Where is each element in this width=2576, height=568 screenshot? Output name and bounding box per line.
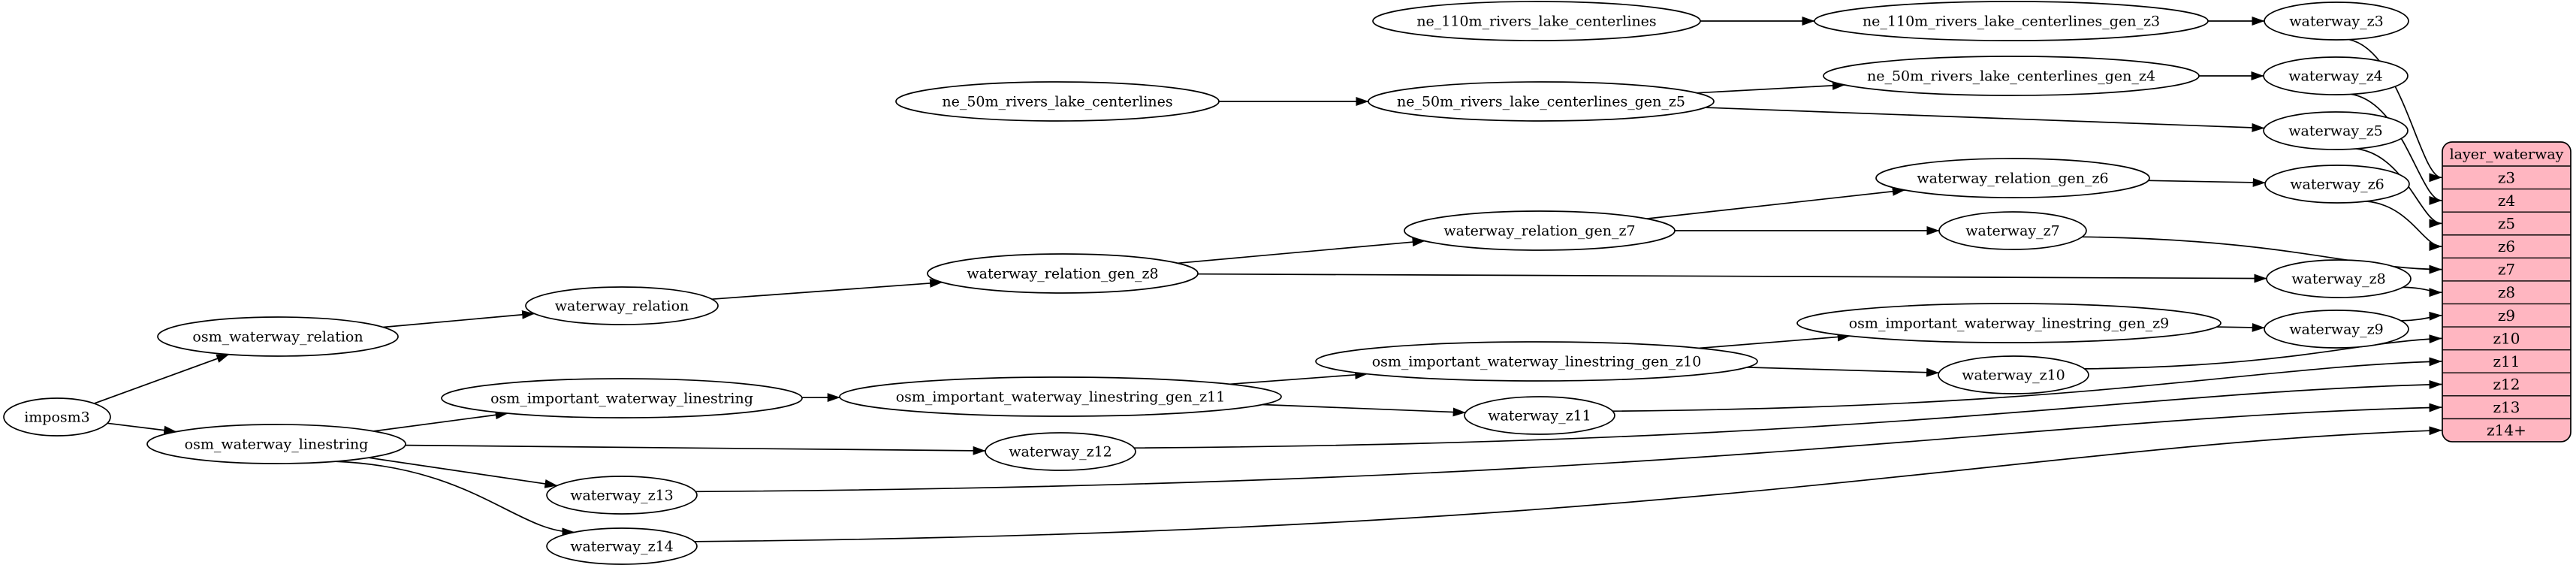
- node-waterway_z11: waterway_z11: [1464, 397, 1615, 434]
- edge-imposm3-to-osm_waterway_relation: [94, 355, 228, 403]
- node-osm_important_waterway_linestring_gen_z10: osm_important_waterway_linestring_gen_z1…: [1316, 342, 1757, 381]
- edge-osm_waterway_linestring-to-waterway_z12: [406, 446, 985, 451]
- node-ne_50m_rivers_lake_centerlines_gen_z4: ne_50m_rivers_lake_centerlines_gen_z4: [1823, 56, 2199, 95]
- table-row-z9: z9: [2498, 307, 2515, 325]
- node-label: waterway_z3: [2289, 14, 2383, 30]
- node-osm_important_waterway_linestring: osm_important_waterway_linestring: [442, 379, 802, 418]
- node-label: waterway_z11: [1488, 408, 1591, 424]
- node-osm_important_waterway_linestring_gen_z9: osm_important_waterway_linestring_gen_z9: [1797, 304, 2221, 343]
- table-row-z7: z7: [2498, 261, 2515, 279]
- edge-imposm3-to-osm_waterway_linestring: [107, 423, 176, 431]
- node-label: waterway_z12: [1009, 444, 1112, 461]
- edge-osm_waterway_linestring-to-waterway_z13: [369, 458, 557, 485]
- table-row-z5: z5: [2498, 214, 2515, 232]
- edge-ne_50m_rivers_lake_centerlines_gen_z5-to-waterway_z5: [1706, 107, 2264, 128]
- node-waterway_z10: waterway_z10: [1938, 356, 2089, 394]
- edge-ne_50m_rivers_lake_centerlines_gen_z5-to-ne_50m_rivers_lake_centerlines_gen_z4: [1697, 85, 1845, 93]
- node-label: osm_important_waterway_linestring_gen_z9: [1849, 316, 2170, 332]
- node-label: osm_important_waterway_linestring_gen_z1…: [1372, 354, 1702, 370]
- node-imposm3: imposm3: [4, 398, 110, 436]
- node-waterway_z14: waterway_z14: [547, 528, 697, 564]
- edge-osm_important_waterway_linestring_gen_z9-to-waterway_z9: [2217, 327, 2265, 328]
- edge-waterway_relation_gen_z7-to-waterway_relation_gen_z6: [1647, 190, 1905, 219]
- node-osm_important_waterway_linestring_gen_z11: osm_important_waterway_linestring_gen_z1…: [840, 377, 1281, 416]
- node-label: waterway_z13: [570, 488, 674, 504]
- node-waterway_z3: waterway_z3: [2264, 2, 2409, 40]
- edge-osm_important_waterway_linestring_gen_z10-to-waterway_z10: [1747, 367, 1939, 373]
- node-ne_110m_rivers_lake_centerlines_gen_z3: ne_110m_rivers_lake_centerlines_gen_z3: [1814, 2, 2208, 41]
- nodes-layer: imposm3 osm_waterway_relation osm_waterway…: [4, 2, 2411, 564]
- node-waterway_relation_gen_z8: waterway_relation_gen_z8: [928, 254, 1198, 293]
- node-waterway_z8: waterway_z8: [2267, 260, 2411, 298]
- node-label: waterway_z7: [1965, 223, 2059, 240]
- table-row-z13: z13: [2493, 398, 2520, 416]
- node-label: waterway_relation_gen_z6: [1917, 171, 2108, 187]
- table-title: layer_waterway: [2450, 147, 2564, 163]
- node-waterway_relation: waterway_relation: [526, 287, 718, 325]
- node-ne_50m_rivers_lake_centerlines: ne_50m_rivers_lake_centerlines: [896, 82, 1219, 121]
- node-label: osm_waterway_linestring: [185, 437, 369, 453]
- node-label: waterway_z5: [2288, 123, 2382, 140]
- edge-waterway_z9-to-layer_waterway-z9: [2401, 316, 2442, 321]
- node-waterway_z9: waterway_z9: [2264, 310, 2409, 348]
- edge-osm_important_waterway_linestring_gen_z11-to-osm_important_waterway_linestring_gen_z10: [1229, 374, 1367, 385]
- node-label: waterway_z8: [2291, 271, 2385, 288]
- node-label: waterway_z14: [570, 539, 674, 555]
- node-label: waterway_z10: [1962, 367, 2065, 384]
- node-label: waterway_z6: [2290, 177, 2384, 193]
- edge-waterway_relation-to-waterway_relation_gen_z8: [712, 282, 943, 299]
- node-osm_waterway_linestring: osm_waterway_linestring: [147, 424, 406, 464]
- table-row-z8: z8: [2498, 283, 2515, 301]
- node-label: ne_50m_rivers_lake_centerlines_gen_z5: [1397, 94, 1685, 110]
- edge-osm_important_waterway_linestring_gen_z10-to-osm_important_waterway_linestring_gen_z9: [1700, 336, 1851, 348]
- edge-osm_important_waterway_linestring_gen_z11-to-waterway_z11: [1262, 405, 1465, 413]
- node-label: waterway_z4: [2288, 68, 2382, 85]
- node-label: osm_important_waterway_linestring: [490, 391, 753, 407]
- node-label: waterway_relation_gen_z7: [1443, 223, 1635, 240]
- node-label: ne_110m_rivers_lake_centerlines_gen_z3: [1863, 14, 2160, 30]
- table-row-z14+: z14+: [2487, 421, 2526, 440]
- node-label: imposm3: [24, 409, 90, 426]
- edge-waterway_z8-to-layer_waterway-z8: [2403, 287, 2442, 292]
- node-label: ne_50m_rivers_lake_centerlines: [942, 94, 1172, 110]
- table-row-z6: z6: [2498, 237, 2515, 255]
- table-row-z10: z10: [2493, 329, 2520, 347]
- node-waterway_z5: waterway_z5: [2264, 112, 2408, 150]
- edge-waterway_relation_gen_z8-to-waterway_z8: [1198, 274, 2267, 279]
- edge-waterway_z6-to-layer_waterway-z6: [2366, 201, 2442, 246]
- node-label: ne_110m_rivers_lake_centerlines: [1416, 14, 1656, 30]
- table-row-z12: z12: [2493, 376, 2520, 394]
- node-waterway_z12: waterway_z12: [985, 433, 1136, 470]
- node-label: osm_waterway_relation: [192, 329, 363, 346]
- edge-waterway_relation_gen_z8-to-waterway_relation_gen_z7: [1178, 241, 1425, 264]
- node-waterway_z13: waterway_z13: [547, 476, 697, 514]
- edges-layer: [94, 21, 2442, 542]
- table-row-z4: z4: [2498, 192, 2515, 210]
- node-waterway_z4: waterway_z4: [2264, 57, 2408, 95]
- table-row-z11: z11: [2493, 352, 2520, 370]
- node-waterway_relation_gen_z6: waterway_relation_gen_z6: [1876, 159, 2149, 198]
- edge-osm_waterway_linestring-to-waterway_z14: [335, 461, 575, 532]
- table-layer: layer_waterway z3 z4 z5 z6 z7 z8 z9 z10 z11 z12 z13…: [2442, 142, 2571, 442]
- node-waterway_z7: waterway_z7: [1939, 212, 2086, 249]
- node-label: waterway_relation: [555, 298, 689, 315]
- edge-waterway_z14-to-layer_waterway-z14+: [695, 431, 2442, 542]
- edge-waterway_relation_gen_z6-to-waterway_z6: [2149, 180, 2266, 183]
- node-osm_waterway_relation: osm_waterway_relation: [158, 317, 398, 356]
- node-ne_50m_rivers_lake_centerlines_gen_z5: ne_50m_rivers_lake_centerlines_gen_z5: [1368, 82, 1714, 121]
- table-row-z3: z3: [2498, 168, 2515, 186]
- node-label: waterway_relation_gen_z8: [967, 266, 1158, 282]
- edge-osm_waterway_relation-to-waterway_relation: [383, 313, 534, 327]
- node-waterway_relation_gen_z7: waterway_relation_gen_z7: [1404, 211, 1675, 250]
- node-ne_110m_rivers_lake_centerlines: ne_110m_rivers_lake_centerlines: [1373, 2, 1700, 41]
- edge-osm_waterway_linestring-to-osm_important_waterway_linestring: [373, 413, 508, 431]
- node-label: osm_important_waterway_linestring_gen_z1…: [896, 389, 1226, 406]
- node-label: ne_50m_rivers_lake_centerlines_gen_z4: [1867, 68, 2155, 85]
- node-label: waterway_z9: [2289, 322, 2383, 338]
- node-waterway_z6: waterway_z6: [2265, 165, 2409, 203]
